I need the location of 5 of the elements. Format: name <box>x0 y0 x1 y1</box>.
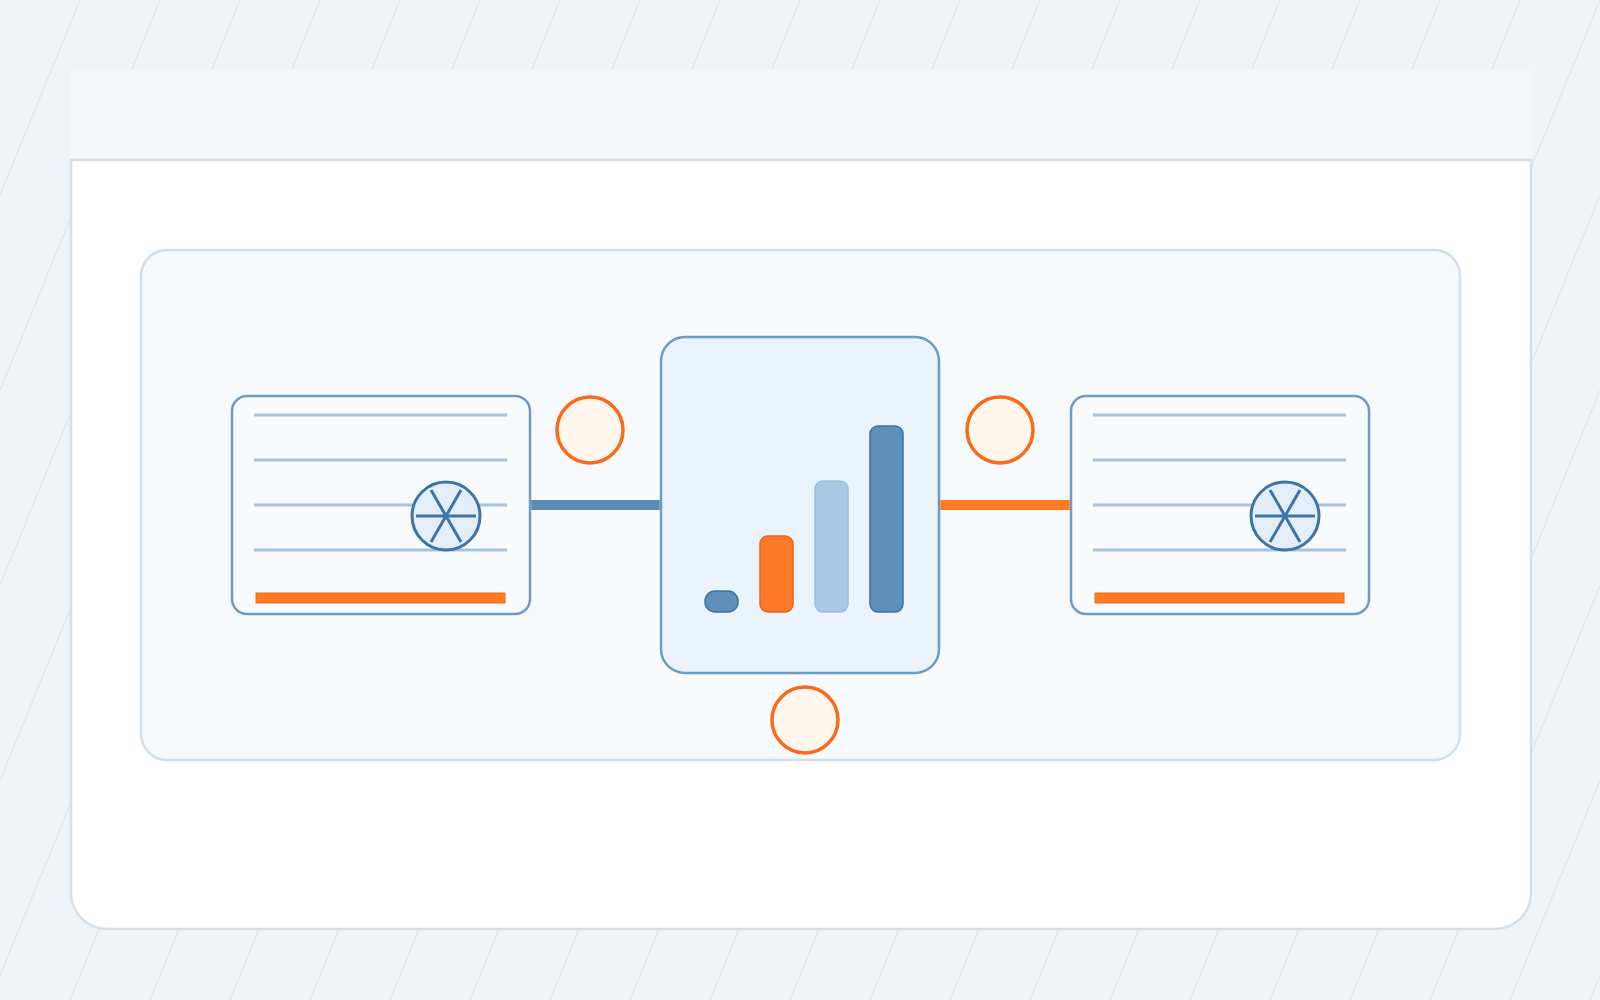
circle-marker <box>770 685 840 755</box>
connector-line <box>940 500 1070 510</box>
connector-line <box>531 500 660 510</box>
circle-marker <box>555 395 625 465</box>
circle-marker <box>965 395 1035 465</box>
